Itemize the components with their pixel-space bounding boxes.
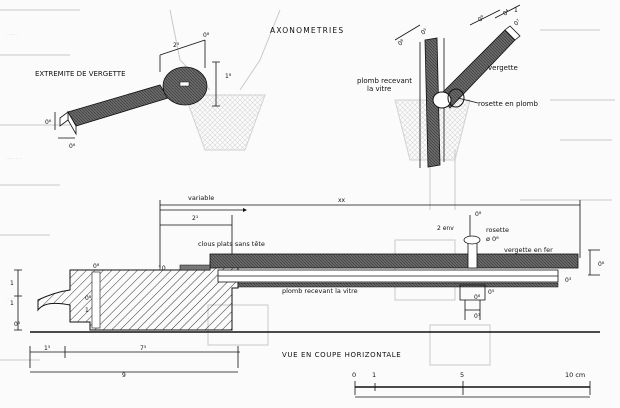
dim-xx: xx bbox=[338, 197, 346, 204]
dim-1-left2: 1 bbox=[10, 300, 14, 307]
dim-0-3: 0³ bbox=[565, 277, 572, 284]
axo-vergette-end bbox=[54, 39, 220, 139]
svg-text:·· ···: ·· ··· bbox=[6, 296, 16, 302]
dim-2-1: 2¹ bbox=[192, 215, 199, 222]
dim-0-8-left: 0⁸ bbox=[93, 263, 100, 270]
dim-0-8-axo: 0⁸ bbox=[397, 38, 407, 48]
vergette-label: vergette bbox=[488, 64, 518, 72]
dim-9: 9 bbox=[122, 372, 126, 379]
vergette-fer-label: vergette en fer bbox=[504, 246, 553, 254]
dim-10: 10 bbox=[158, 265, 166, 272]
dim-1-8: 1⁸ bbox=[225, 73, 232, 80]
dim-0-6-right: 0⁶ bbox=[598, 261, 605, 268]
svg-text:· ···· ·: · ···· · bbox=[6, 32, 19, 38]
dim-0-8-top: 0⁸ bbox=[203, 32, 210, 39]
dim-1-left: 1 bbox=[10, 280, 14, 287]
dim-0-3-b: 0³ bbox=[474, 313, 481, 320]
scale-tick-1: 1 bbox=[372, 371, 376, 379]
dim-2-env: 2 env bbox=[437, 225, 454, 232]
variable-label: variable bbox=[188, 194, 214, 202]
dim-1-b: 1 bbox=[85, 307, 89, 314]
clous-label: clous plats sans tête bbox=[198, 240, 265, 248]
dim-0-8-b: 0⁸ bbox=[474, 294, 481, 301]
plomb-recevant-l2: la vitre bbox=[367, 85, 391, 93]
dim-0-6-b: 0⁶ bbox=[69, 143, 76, 150]
dim-1-axo: 1 bbox=[514, 7, 518, 14]
dim-0-6-a: 0⁶ bbox=[45, 119, 52, 126]
scale-tick-0: 0 bbox=[352, 371, 356, 379]
section-view bbox=[14, 200, 600, 373]
plomb-vitre-label: plomb recevant la vitre bbox=[282, 287, 358, 295]
vergette-bar bbox=[209, 253, 579, 269]
scale-tick-10cm: 10 cm bbox=[565, 371, 585, 379]
dim-1-5: 1⁵ bbox=[44, 345, 51, 352]
dim-0-5-left: 0⁵ bbox=[14, 321, 21, 328]
svg-text:···· ··· ·: ···· ··· · bbox=[6, 156, 22, 162]
rosette-l2: ø 0⁸ bbox=[486, 235, 499, 243]
dim-0-5-axo: 0⁵ bbox=[420, 27, 430, 37]
plomb-recevant-l1: plomb recevant bbox=[357, 77, 412, 85]
section-view-title: VUE EN COUPE HORIZONTALE bbox=[282, 351, 401, 359]
rosette-l1: rosette bbox=[486, 226, 509, 234]
scale-bar bbox=[354, 381, 591, 398]
scale-tick-5: 5 bbox=[460, 371, 464, 379]
axonometries-title: AXONOMETRIES bbox=[270, 26, 344, 35]
dim-0-7-axo: 0⁷ bbox=[513, 18, 523, 28]
dim-0-4-axo: 0⁴ bbox=[502, 8, 512, 18]
dim-0-8-c: 0⁸ bbox=[85, 295, 92, 302]
axo-plomb-rosette bbox=[394, 4, 521, 168]
rosette-plomb-label: rosette en plomb bbox=[478, 100, 538, 108]
dim-0-8-mid: 0⁸ bbox=[475, 211, 482, 218]
dim-0-5-r: 0⁵ bbox=[488, 289, 495, 296]
extremite-label: EXTREMITE DE VERGETTE bbox=[35, 70, 126, 78]
dim-7-5: 7⁵ bbox=[140, 345, 147, 352]
wood-frame bbox=[37, 261, 239, 331]
dim-0-9-axo: 0⁹ bbox=[477, 14, 487, 24]
dim-2-5: 2⁵ bbox=[173, 42, 180, 49]
